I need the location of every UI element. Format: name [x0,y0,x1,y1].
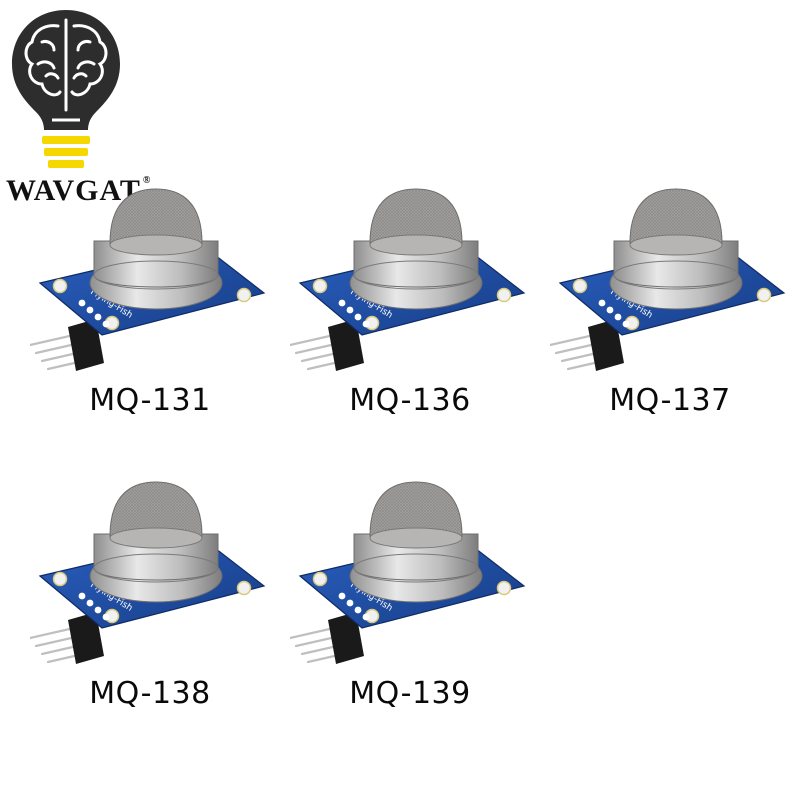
lightbulb-brain-icon [12,10,120,168]
sensor-card: MQ-139 [290,478,530,738]
registered-mark: ® [142,175,152,186]
gas-sensor-module-image [290,187,526,373]
model-label: MQ-138 [89,676,211,711]
sensor-card: MQ-136 [290,185,530,445]
gas-sensor-module-image [30,187,266,373]
model-label: MQ-139 [349,676,471,711]
gas-sensor-module-image [550,187,786,373]
brand-logo: WAVGAT® [0,0,150,220]
gas-sensor-module-image [30,480,266,666]
model-label: MQ-137 [609,383,731,418]
brand-name: WAVGAT [6,174,141,207]
sensor-card: MQ-137 [550,185,790,445]
model-label: MQ-131 [89,383,211,418]
gas-sensor-module-image [290,480,526,666]
model-label: MQ-136 [349,383,471,418]
brand-wordmark: WAVGAT® [6,176,151,206]
sensor-card: MQ-138 [30,478,270,738]
sensor-card: MQ-131 [30,185,270,445]
